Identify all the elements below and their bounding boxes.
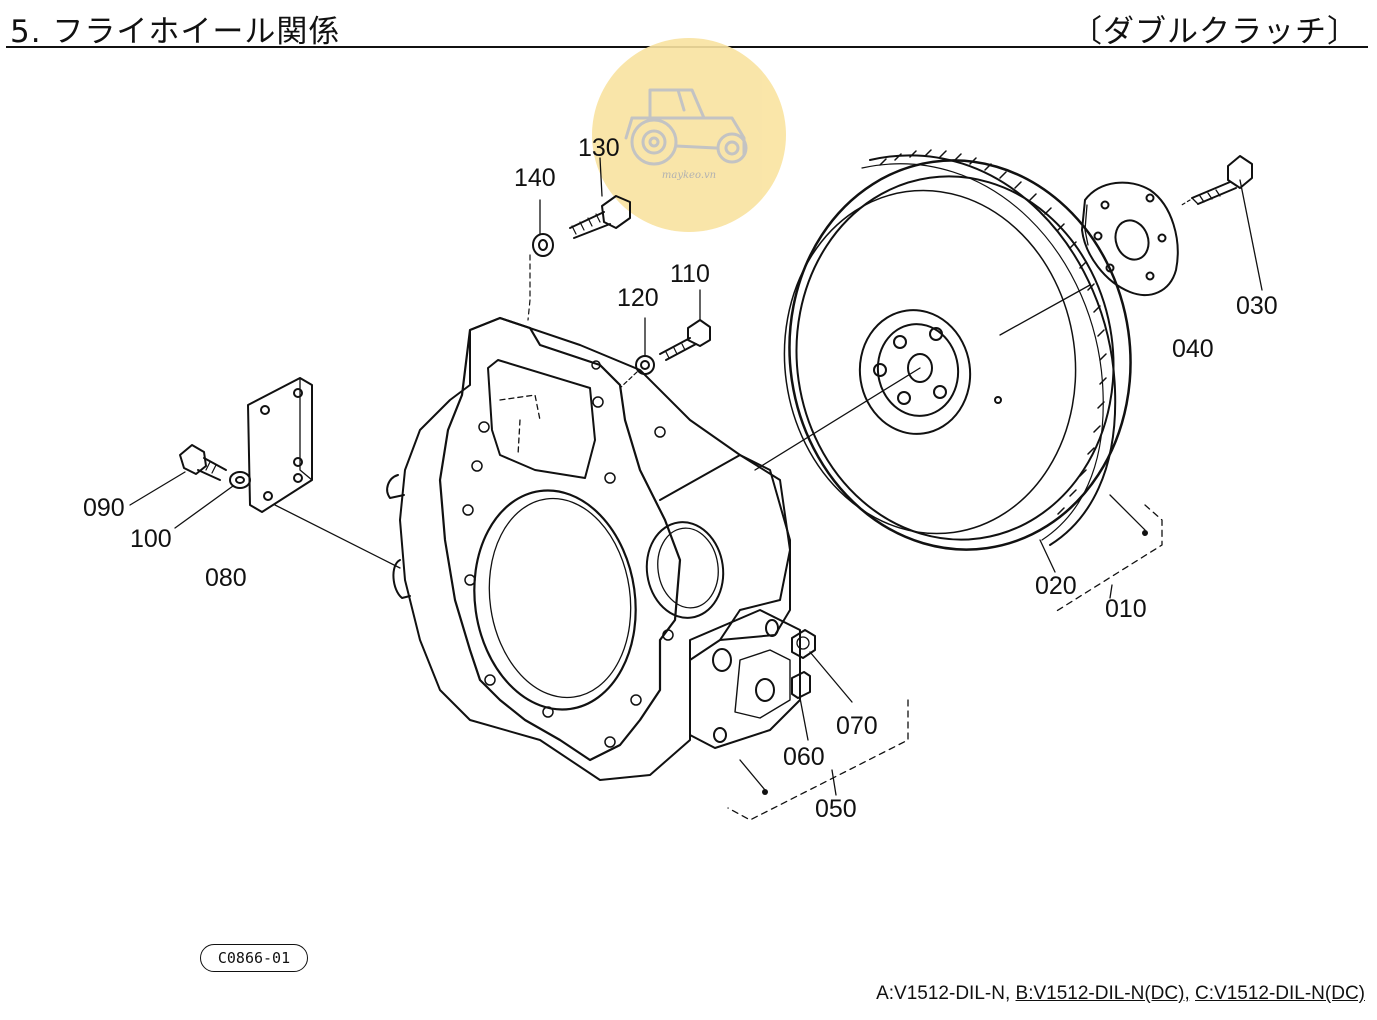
model-b: B:V1512-DIL-N(DC), bbox=[1015, 983, 1190, 1004]
bolt-130 bbox=[569, 157, 631, 239]
part-label-090: 090 bbox=[83, 494, 125, 522]
part-label-010: 010 bbox=[1105, 595, 1147, 623]
model-a: A:V1512-DIL-N, bbox=[876, 983, 1011, 1004]
washer-140 bbox=[527, 199, 554, 321]
washer-100 bbox=[174, 471, 251, 529]
part-label-030: 030 bbox=[1236, 292, 1278, 320]
dowel-060 bbox=[791, 671, 811, 741]
diagram-code-badge: C0866-01 bbox=[200, 944, 308, 972]
tractor-logo-icon bbox=[624, 88, 748, 166]
bolt-110 bbox=[659, 289, 711, 361]
watermark: maykeo.vn bbox=[592, 38, 786, 232]
leader-lines bbox=[727, 494, 1163, 821]
washer-120 bbox=[619, 317, 655, 389]
part-label-080: 080 bbox=[205, 564, 247, 592]
flywheel-housing bbox=[386, 316, 801, 781]
cover-plate-080 bbox=[247, 377, 401, 569]
part-label-100: 100 bbox=[130, 525, 172, 553]
part-label-070: 070 bbox=[836, 712, 878, 740]
part-label-140: 140 bbox=[514, 164, 556, 192]
part-label-020: 020 bbox=[1035, 572, 1077, 600]
bolt-030 bbox=[1179, 155, 1263, 291]
plug-070 bbox=[791, 629, 853, 703]
part-label-040: 040 bbox=[1172, 335, 1214, 363]
part-label-060: 060 bbox=[783, 743, 825, 771]
part-label-130: 130 bbox=[578, 134, 620, 162]
model-c: C:V1512-DIL-N(DC) bbox=[1195, 983, 1365, 1004]
model-list: A:V1512-DIL-N, B:V1512-DIL-N(DC), C:V151… bbox=[876, 983, 1365, 1005]
part-label-050: 050 bbox=[815, 795, 857, 823]
page-title: 5. フライホイール関係 bbox=[10, 14, 341, 50]
watermark-text: maykeo.vn bbox=[661, 170, 717, 181]
flywheel-ring-gear bbox=[754, 149, 1132, 551]
plate-040 bbox=[1081, 181, 1179, 296]
part-label-120: 120 bbox=[617, 284, 659, 312]
page-subtitle: 〔ダブルクラッチ〕 bbox=[1071, 14, 1359, 50]
bolt-090 bbox=[129, 444, 227, 506]
part-label-110: 110 bbox=[670, 260, 710, 288]
